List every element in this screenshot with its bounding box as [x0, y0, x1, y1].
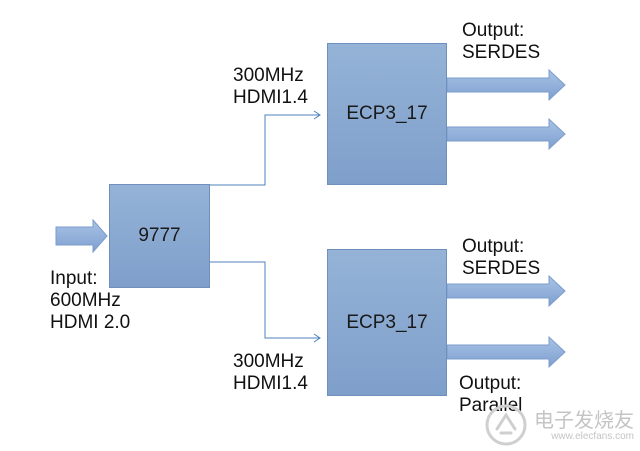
fpga-bottom-label: ECP3_17 [346, 311, 428, 333]
link-label-bottom: 300MHz HDMI1.4 [233, 351, 308, 395]
output-arrow-bottom-serdes [446, 274, 566, 308]
connector-arrowhead-bottom [313, 333, 321, 343]
output-bottom-serdes-line-2: SERDES [462, 258, 541, 279]
link-top-line-2: HDMI1.4 [233, 87, 308, 108]
watermark-url: www.elecfans.com [551, 430, 634, 442]
elecfans-logo-icon [485, 404, 527, 446]
output-arrow-top-2 [446, 117, 566, 151]
watermark-name: 电子发烧友 [534, 407, 634, 432]
output-arrow-bottom-parallel [446, 335, 566, 369]
input-label-line-2: 600MHz [50, 290, 121, 311]
output-label-top: Output: SERDES [462, 20, 540, 64]
hdmi-chip-block-9777: 9777 [109, 184, 210, 288]
input-label-line-1: Input: [50, 268, 98, 289]
output-bottom-serdes-line-1: Output: [462, 236, 525, 257]
input-label-line-3: HDMI 2.0 [50, 312, 131, 333]
fpga-block-bottom: ECP3_17 [327, 249, 447, 396]
connector-arrowhead-top [313, 110, 321, 120]
link-top-line-1: 300MHz [233, 65, 304, 86]
input-label: Input: 600MHz HDMI 2.0 [50, 268, 130, 334]
connector-to-top-fpga [210, 114, 320, 186]
link-bottom-line-2: HDMI1.4 [233, 373, 308, 394]
output-top-line-2: SERDES [462, 42, 541, 63]
connector-to-bottom-fpga [210, 261, 320, 339]
watermark: 电子发烧友 www.elecfans.com [484, 403, 634, 447]
output-label-bottom-serdes: Output: SERDES [462, 236, 540, 280]
fpga-block-top: ECP3_17 [327, 43, 447, 185]
link-label-top: 300MHz HDMI1.4 [233, 65, 308, 109]
input-arrow [55, 218, 108, 254]
output-bottom-parallel-line-2: Parallel [459, 395, 523, 416]
link-bottom-line-1: 300MHz [233, 351, 304, 372]
output-label-bottom-parallel: Output: Parallel [459, 373, 522, 417]
hdmi-chip-label: 9777 [138, 225, 181, 246]
output-arrow-top-1 [446, 68, 566, 102]
output-top-line-1: Output: [462, 20, 525, 41]
watermark-text: 电子发烧友 www.elecfans.com [534, 409, 634, 442]
fpga-top-label: ECP3_17 [346, 103, 428, 124]
output-bottom-parallel-line-1: Output: [459, 373, 522, 394]
